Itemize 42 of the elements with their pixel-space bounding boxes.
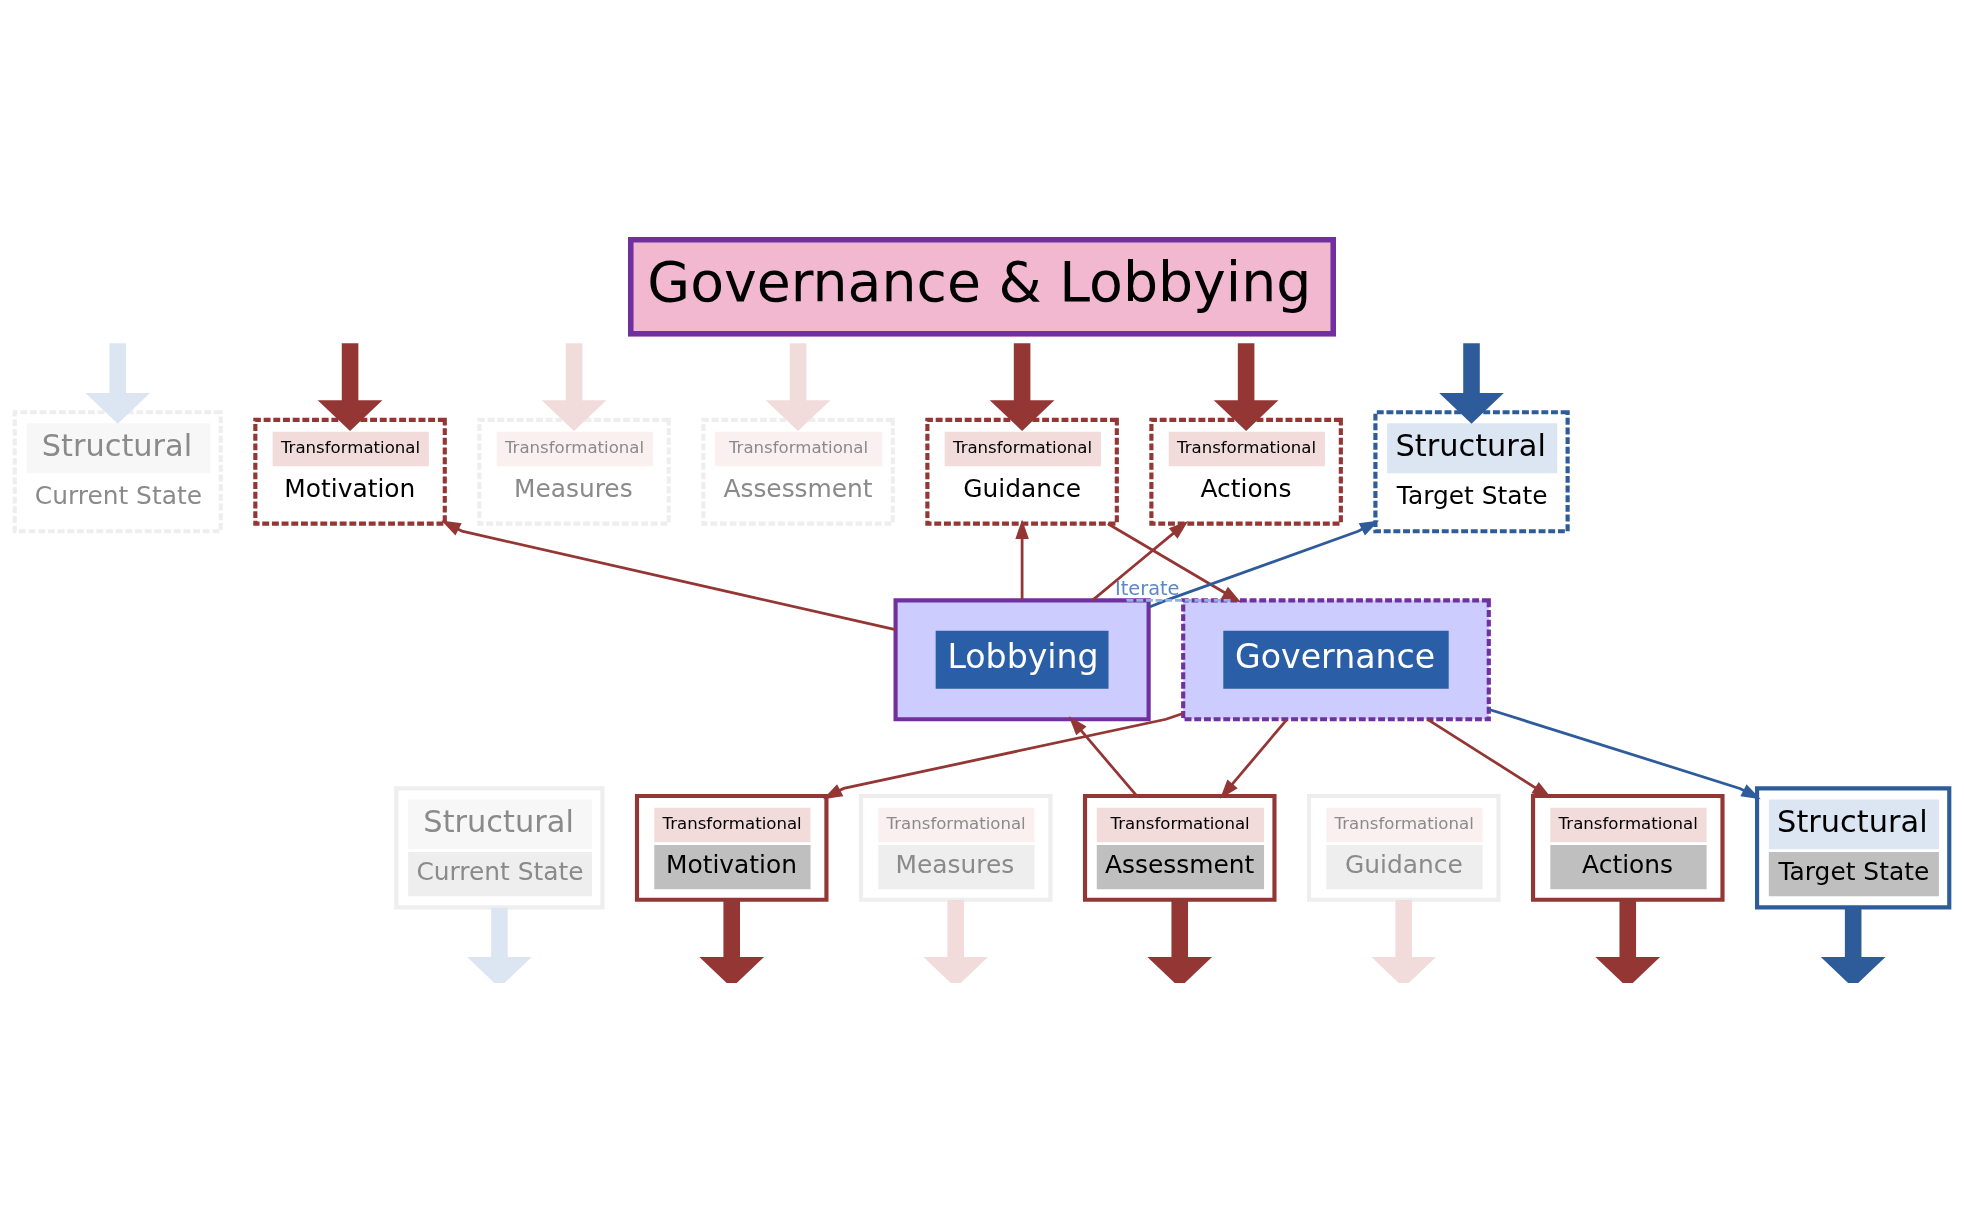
- node-box: Governance: [1181, 597, 1491, 721]
- node-box: Transformational Assessment: [1082, 793, 1277, 902]
- arrow: [989, 342, 1055, 431]
- node-box: Transformational Actions: [1149, 417, 1343, 526]
- node-box: Transformational Motivation: [253, 417, 447, 526]
- arrow: [1107, 522, 1242, 602]
- arrow: [923, 899, 989, 983]
- arrow: [1820, 907, 1886, 983]
- connector: [1125, 598, 1233, 602]
- node-box: Structural Target State: [1373, 409, 1570, 533]
- arrow: [1371, 899, 1437, 983]
- edge-label: Iterate: [1115, 576, 1180, 600]
- arrow: [1488, 707, 1761, 799]
- node-box: Transformational Measures: [477, 417, 671, 526]
- arrow: [1068, 715, 1138, 796]
- node-box: Transformational Measures: [858, 793, 1053, 902]
- node-box: Lobbying: [893, 597, 1151, 721]
- node-box: Transformational Guidance: [925, 417, 1119, 526]
- diagram-title: Governance & Lobbying: [647, 249, 1312, 314]
- arrow: [1015, 519, 1029, 600]
- arrow: [541, 342, 607, 431]
- arrow: [1148, 520, 1380, 609]
- arrow: [467, 907, 532, 983]
- node-box: Transformational Guidance: [1306, 793, 1501, 902]
- arrow: [1091, 520, 1189, 601]
- node-box: Transformational Motivation: [634, 793, 829, 902]
- node-box: Transformational Actions: [1530, 793, 1725, 902]
- arrow: [317, 342, 383, 431]
- arrow: [85, 342, 151, 424]
- node-box: Transformational Assessment: [701, 417, 895, 526]
- arrow: [1220, 717, 1289, 799]
- arrow: [1213, 342, 1279, 431]
- node-box: Structural Target State: [1755, 785, 1952, 909]
- arrow: [823, 711, 1184, 799]
- arrow: [699, 899, 765, 983]
- arrow: [1439, 342, 1504, 424]
- node-box: Structural Current State: [12, 409, 223, 533]
- arrow: [1147, 899, 1213, 983]
- arrow: [1595, 899, 1661, 983]
- node-box: Structural Current State: [394, 785, 605, 909]
- arrow: [765, 342, 831, 431]
- arrow: [441, 519, 896, 631]
